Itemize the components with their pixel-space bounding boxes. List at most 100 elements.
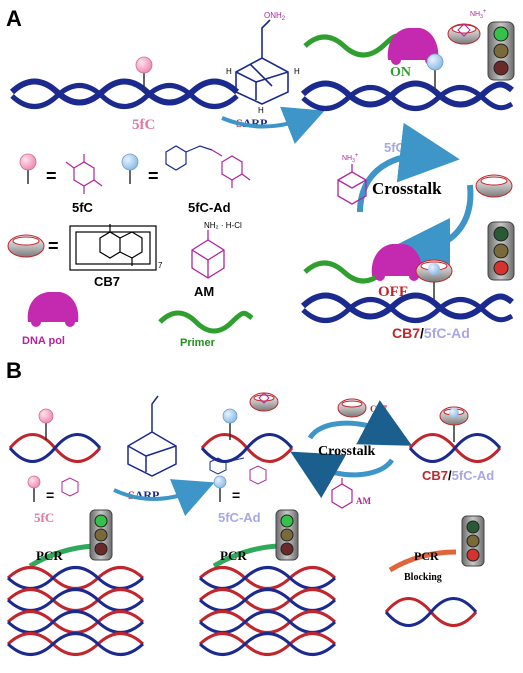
5fc-structure: [65, 154, 103, 194]
crosstalk-label-a: Crosstalk: [372, 179, 442, 198]
amplified-strand-blue: [198, 610, 337, 634]
5fc-ad-structure-b: [209, 457, 267, 485]
traffic-light-b1: [89, 509, 113, 561]
crosstalk-label-b: Crosstalk: [318, 444, 376, 459]
legend-5fc-ad-name: 5fC-Ad: [188, 200, 231, 215]
pcr-arrow-3: [388, 549, 457, 573]
complex-label-b: CB7/5fC-Ad: [422, 468, 494, 483]
5fc-ad-marker-b: [222, 408, 238, 424]
label-on: ON: [390, 65, 411, 80]
legend-5fc-marker-b: [27, 475, 41, 489]
legend-5fc-ad-marker-b: [213, 475, 227, 489]
cb7-n-count: 7: [158, 261, 163, 270]
h-label-3: H: [258, 106, 264, 115]
cb7-tag-b: CB7: [370, 404, 388, 414]
5fc-marker-b: [38, 408, 54, 424]
5fc-ad-marker-top: [426, 53, 444, 71]
label-5fc-a: 5fC: [132, 117, 155, 133]
5fc-ad-structure: [165, 145, 251, 188]
crosstalk-arc-b-bottom: [290, 451, 395, 499]
sarp-arrow-b: [113, 479, 215, 517]
amplified-strand-red: [6, 610, 145, 634]
amplified-strand-red: [6, 632, 145, 656]
h-label-1: H: [226, 67, 232, 76]
legend-cb7-name: CB7: [94, 274, 120, 289]
legend-eq-2: =: [148, 166, 159, 186]
traffic-light-b3: [461, 515, 485, 567]
legend-eq-1: =: [46, 166, 57, 186]
am-structure: [191, 230, 225, 279]
legend-5fc-ad-marker: [121, 153, 139, 171]
5fc-marker: [135, 56, 153, 74]
legend-dna-pol-label: DNA pol: [22, 335, 65, 347]
sarp-reagent-structure: [235, 19, 289, 105]
crosstalk-arc-bottom: [390, 184, 474, 278]
am-molecule-a: [337, 164, 367, 205]
legend-dna-pol: [27, 292, 79, 322]
panel-label-b: B: [6, 358, 22, 383]
dna-duplex-b-mid: [200, 433, 294, 463]
amplified-strand-red: [198, 566, 337, 590]
amplified-strand-red: [198, 632, 337, 656]
amplified-strand-red: [198, 610, 337, 634]
polymerase-top: [387, 28, 439, 60]
am-tag-b: AM: [356, 496, 371, 506]
am-salt-label: NH₂ · H-Cl: [204, 221, 242, 230]
cb7-complex-b-right: [439, 406, 469, 426]
am-ammonium-a: NH3+: [342, 153, 359, 164]
legend-5fc-name: 5fC: [72, 200, 94, 215]
sarp-arrow: [221, 106, 325, 144]
cb7-structure: [69, 224, 157, 271]
dna-strand-a-bottom: [300, 292, 514, 320]
crosstalk-arc-top: [357, 122, 460, 213]
cb7-am-complex-b: [249, 392, 279, 412]
ammonium-top: NH3+: [470, 9, 487, 20]
amplified-dna-mid: [198, 566, 337, 656]
amplified-strand-blue: [6, 588, 145, 612]
cb7-ring-a: [475, 174, 513, 198]
pcr-arrow-2: [212, 543, 279, 569]
cb7-am-complex-top: [447, 23, 481, 45]
amplified-strand-red: [198, 588, 337, 612]
pcr-label-3: PCR: [414, 549, 439, 563]
polymerase-bottom: [371, 244, 423, 276]
label-5fc-ad-b: 5fC-Ad: [218, 510, 261, 525]
unamplified-dna-right: [384, 597, 478, 627]
cb7-on-strand: [415, 259, 453, 283]
dna-strand-a-left-2: [10, 83, 239, 109]
dna-strand-a-bottom-2: [301, 297, 514, 323]
traffic-light-on: [487, 21, 515, 81]
amplified-strand-red: [6, 566, 145, 590]
pcr-label-2: PCR: [220, 548, 247, 563]
legend-eq-b2: =: [232, 487, 240, 503]
dna-duplex-b-left: [8, 433, 102, 463]
sarp-reagent-structure-b: [127, 395, 177, 477]
dna-strand-a-right: [300, 80, 514, 108]
pcr-label-1: PCR: [36, 548, 63, 563]
legend-cb7-ring: [7, 234, 45, 258]
amplified-strand-blue: [6, 566, 145, 590]
legend-primer: [158, 310, 254, 334]
dna-strand-a-left: [9, 78, 240, 106]
blocking-label: Blocking: [404, 572, 442, 583]
dna-strand-a-right-2: [301, 85, 514, 111]
amplified-strand-red: [6, 588, 145, 612]
traffic-light-b2: [275, 509, 299, 561]
amplified-strand-blue: [198, 566, 337, 590]
am-molecule-b: [331, 478, 353, 509]
legend-eq-3: =: [48, 236, 59, 256]
label-5fc-b: 5fC: [34, 510, 54, 525]
amplified-strand-blue: [6, 610, 145, 634]
crosstalk-arc-b-top: [307, 400, 413, 446]
dna-duplex-b-right: [408, 433, 502, 463]
panel-label-a: A: [6, 6, 22, 31]
complex-label-a: CB7/5fC-Ad: [392, 325, 470, 341]
legend-eq-b1: =: [46, 487, 54, 503]
cb7-ring-b: [337, 398, 367, 418]
legend-am-name: AM: [194, 284, 214, 299]
legend-primer-label: Primer: [180, 337, 216, 349]
amplified-strand-blue: [198, 632, 337, 656]
amplified-dna-left: [6, 566, 145, 656]
amplified-strand-blue: [6, 632, 145, 656]
